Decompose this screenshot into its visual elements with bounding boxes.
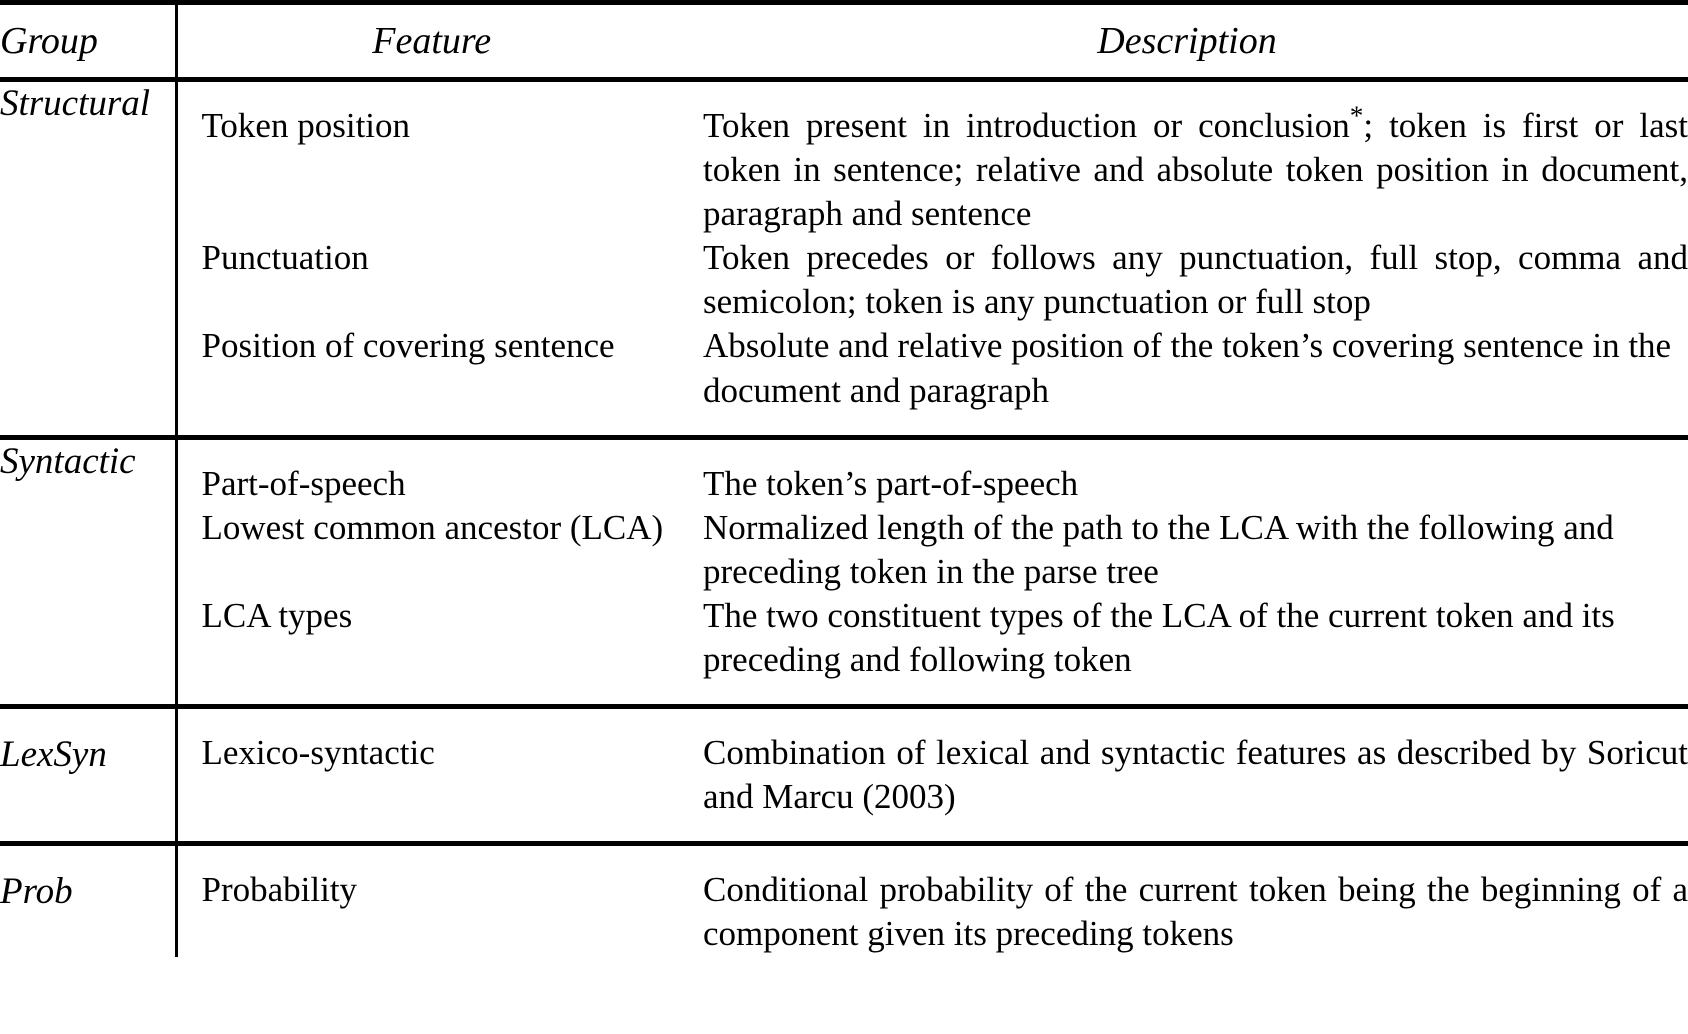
feature-description: Conditional probability of the current t… bbox=[703, 870, 1688, 954]
feature-description: The two constituent types of the LCA of … bbox=[703, 595, 1615, 680]
feature-table: Group Feature Description Structural Tok… bbox=[0, 0, 1688, 957]
group-label-prob: Prob bbox=[0, 871, 73, 913]
table-row: Token position Token present in introduc… bbox=[178, 82, 1688, 236]
table-section-structural: Structural Token position Token present … bbox=[0, 79, 1688, 440]
section-rows-structural: Token position Token present in introduc… bbox=[176, 79, 1688, 440]
table-section-lexsyn: LexSyn Lexico-syntactic Combination of l… bbox=[0, 706, 1688, 847]
table-header-row: Group Feature Description bbox=[0, 0, 1688, 82]
table-row: LCA types The two constituent types of t… bbox=[178, 594, 1688, 704]
table-row: Probability Conditional probability of t… bbox=[178, 846, 1688, 956]
feature-name: Lexico-syntactic bbox=[201, 733, 435, 773]
group-label-cell-prob: Prob bbox=[0, 843, 178, 957]
section-rows-prob: Probability Conditional probability of t… bbox=[176, 844, 1688, 957]
feature-description: Token precedes or follows any punctuatio… bbox=[703, 238, 1688, 322]
table-row: Punctuation Token precedes or follows an… bbox=[178, 236, 1688, 324]
table-row: Position of covering sentence Absolute a… bbox=[178, 324, 1688, 434]
group-label-structural: Structural bbox=[0, 83, 151, 124]
column-header-feature: Feature bbox=[176, 0, 686, 82]
feature-name: Part-of-speech bbox=[201, 463, 406, 503]
feature-description: Absolute and relative position of the to… bbox=[703, 326, 1672, 410]
column-header-group: Group bbox=[0, 0, 178, 82]
feature-name: Position of covering sentence bbox=[201, 326, 615, 366]
table-section-prob: Prob Probability Conditional probability… bbox=[0, 843, 1688, 957]
footnote-asterisk: * bbox=[1349, 100, 1364, 131]
table-section-syntactic: Syntactic Part-of-speech The token’s par… bbox=[0, 437, 1688, 710]
table-row: Part-of-speech The token’s part-of-speec… bbox=[178, 440, 1688, 506]
feature-name: LCA types bbox=[201, 595, 353, 635]
group-label-lexsyn: LexSyn bbox=[0, 734, 107, 776]
feature-description: The token’s part-of-speech bbox=[703, 463, 1079, 503]
feature-name: Token position bbox=[201, 106, 411, 145]
feature-description: Token present in introduction or conclus… bbox=[703, 100, 1688, 234]
feature-name: Punctuation bbox=[201, 238, 369, 278]
section-rows-syntactic: Part-of-speech The token’s part-of-speec… bbox=[176, 437, 1688, 710]
group-label-syntactic: Syntactic bbox=[0, 440, 136, 482]
feature-name: Probability bbox=[201, 870, 358, 910]
section-rows-lexsyn: Lexico-syntactic Combination of lexical … bbox=[176, 706, 1688, 847]
feature-name: Lowest common ancestor (LCA) bbox=[201, 507, 664, 547]
column-header-description: Description bbox=[686, 0, 1688, 82]
feature-description: Normalized length of the path to the LCA… bbox=[703, 507, 1614, 591]
group-label-cell-lexsyn: LexSyn bbox=[0, 706, 178, 847]
feature-description: Combination of lexical and syntactic fea… bbox=[703, 733, 1688, 817]
table-row: Lowest common ancestor (LCA) Normalized … bbox=[178, 506, 1688, 594]
group-label-cell-syntactic: Syntactic bbox=[0, 437, 178, 710]
table-row: Lexico-syntactic Combination of lexical … bbox=[178, 709, 1688, 841]
group-label-cell-structural: Structural bbox=[0, 79, 178, 440]
